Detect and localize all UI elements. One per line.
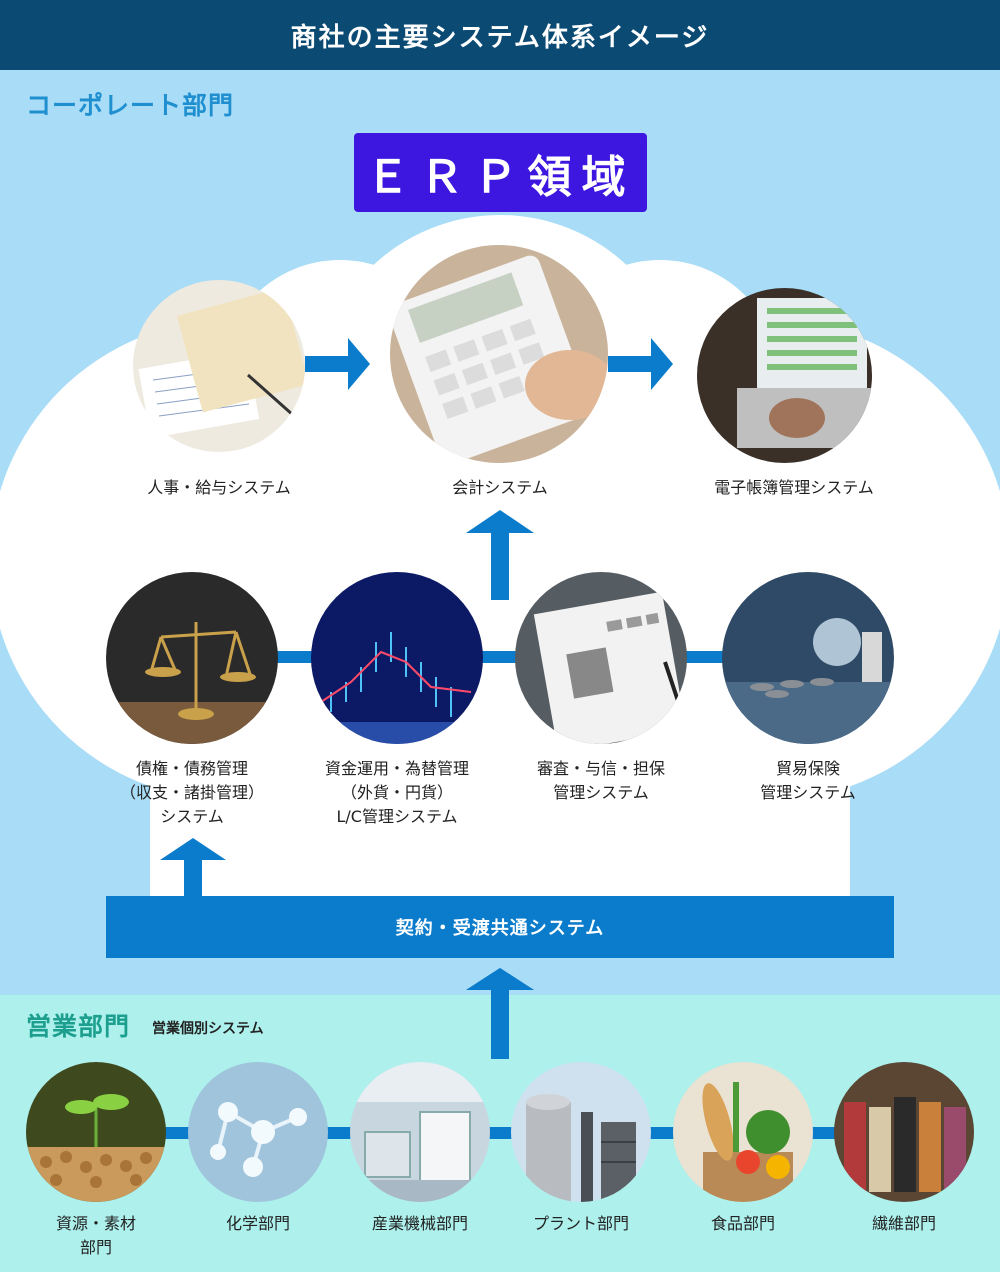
sales-label: 営業部門 <box>26 1012 131 1041</box>
food-dept-line-1: 食品部門 <box>710 1214 775 1233</box>
treasury-forex-line-3: L/C管理システム <box>336 807 458 826</box>
textile-dept-line-1: 繊維部門 <box>871 1214 936 1233</box>
credit-review-line-2: 管理システム <box>553 783 649 802</box>
accounting-system-label: 会計システム <box>452 478 548 497</box>
trade-insurance-image <box>722 572 894 744</box>
treasury-forex-line-2: （外貨・円貨） <box>340 783 453 802</box>
laptop-spreadsheet-image <box>697 288 872 463</box>
trade-insurance-line-2: 管理システム <box>760 783 856 802</box>
e-ledger-system-label: 電子帳簿管理システム <box>714 478 874 497</box>
forex-chart-image <box>311 572 483 744</box>
credit-review-document-image <box>515 572 687 744</box>
corporate-label: コーポレート部門 <box>26 91 235 120</box>
plant-dept-line-1: プラント部門 <box>532 1214 629 1233</box>
credit-review-line-1: 審査・与信・担保 <box>536 759 665 778</box>
resources-pellets-image <box>26 1062 166 1202</box>
trade-insurance-label: 貿易保険 管理システム <box>708 757 908 805</box>
industrial-machinery-image <box>350 1062 490 1202</box>
receivable-payable-line-3: システム <box>160 807 224 826</box>
chemical-dept-label: 化学部門 <box>178 1212 338 1236</box>
machinery-dept-label: 産業機械部門 <box>340 1212 500 1236</box>
resources-dept-line-2: 部門 <box>79 1238 112 1257</box>
plant-dept-label: プラント部門 <box>501 1212 661 1236</box>
machinery-dept-line-1: 産業機械部門 <box>371 1214 468 1233</box>
receivable-payable-line-1: 債権・債務管理 <box>135 759 248 778</box>
plant-factory-image <box>511 1062 651 1202</box>
textile-dept-label: 繊維部門 <box>824 1212 984 1236</box>
page-title: 商社の主要システム体系イメージ <box>0 0 1000 70</box>
chemistry-molecule-image <box>188 1062 328 1202</box>
contract-delivery-system-bar: 契約・受渡共通システム <box>106 896 894 958</box>
scales-image <box>106 572 278 744</box>
erp-title-badge: ＥＲＰ領域 <box>354 133 647 212</box>
trade-insurance-line-1: 貿易保険 <box>775 759 840 778</box>
calculator-image <box>390 245 608 463</box>
credit-review-label: 審査・与信・担保 管理システム <box>501 757 701 805</box>
food-vegetables-image <box>673 1062 813 1202</box>
payroll-image <box>133 280 305 452</box>
receivable-payable-label: 債権・債務管理 （収支・諸掛管理） システム <box>92 757 292 829</box>
food-dept-label: 食品部門 <box>663 1212 823 1236</box>
chemical-dept-line-1: 化学部門 <box>225 1214 290 1233</box>
treasury-forex-line-1: 資金運用・為替管理 <box>324 759 469 778</box>
treasury-forex-label: 資金運用・為替管理 （外貨・円貨） L/C管理システム <box>292 757 502 829</box>
resources-dept-line-1: 資源・素材 <box>55 1214 136 1233</box>
payroll-system-label: 人事・給与システム <box>147 478 291 497</box>
sales-sub-label: 営業個別システム <box>152 1021 264 1037</box>
textile-rolls-image <box>834 1062 974 1202</box>
receivable-payable-line-2: （収支・諸掛管理） <box>119 783 264 802</box>
resources-dept-label: 資源・素材 部門 <box>16 1212 176 1260</box>
